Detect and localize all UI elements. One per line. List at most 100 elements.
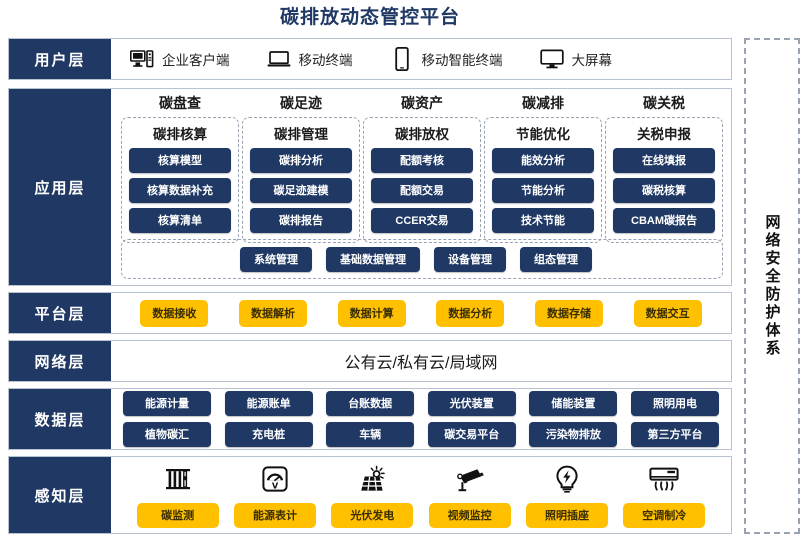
- layer-network-label: 网络层: [9, 341, 111, 381]
- layer-platform-label: 平台层: [9, 293, 111, 333]
- application-columns: 碳盘查 碳排核算 核算模型 核算数据补充 核算清单 碳足迹 碳排管理 碳排分析 …: [121, 93, 723, 243]
- app-feature-button[interactable]: 能效分析: [492, 148, 594, 173]
- layer-platform: 平台层 数据接收 数据解析 数据计算 数据分析 数据存储 数据交互: [8, 292, 732, 334]
- app-column-box: 碳排放权 配额考核 配额交易 CCER交易: [363, 117, 481, 243]
- perception-item-label[interactable]: 能源表计: [233, 502, 316, 528]
- user-item-mobile-terminal[interactable]: 移动终端: [266, 48, 353, 70]
- perception-item-video-surveillance[interactable]: 视频监控: [428, 463, 511, 528]
- app-feature-button[interactable]: CBAM碳报告: [613, 208, 715, 233]
- app-column-carbon-tariff: 碳关税 关税申报 在线填报 碳税核算 CBAM碳报告: [605, 93, 723, 243]
- data-source-button[interactable]: 能源账单: [224, 391, 313, 416]
- user-item-label: 移动终端: [298, 53, 353, 68]
- app-feature-button[interactable]: CCER交易: [371, 208, 473, 233]
- perception-item-label[interactable]: 视频监控: [428, 502, 511, 528]
- data-source-button[interactable]: 碳交易平台: [427, 422, 516, 447]
- app-feature-button[interactable]: 技术节能: [492, 208, 594, 233]
- layer-application-label: 应用层: [9, 89, 111, 285]
- network-security-band: 网络安全防护体系: [744, 38, 800, 534]
- user-item-large-screen[interactable]: 大屏幕: [539, 48, 613, 70]
- platform-item-button[interactable]: 数据解析: [238, 299, 307, 327]
- meter-gauge-icon: V: [258, 463, 292, 495]
- monitor-icon: [539, 48, 565, 70]
- data-source-button[interactable]: 能源计量: [123, 391, 211, 416]
- layer-user: 用户层: [8, 38, 732, 80]
- data-source-button[interactable]: 污染物排放: [529, 422, 618, 447]
- common-service-button[interactable]: 设备管理: [434, 246, 506, 272]
- platform-item-button[interactable]: 数据分析: [436, 299, 505, 327]
- app-feature-button[interactable]: 碳排分析: [250, 148, 352, 173]
- perception-item-label[interactable]: 照明插座: [525, 502, 608, 528]
- laptop-icon: [266, 48, 292, 70]
- user-item-label: 大屏幕: [571, 53, 613, 68]
- common-service-button[interactable]: 系统管理: [240, 246, 312, 272]
- app-feature-button[interactable]: 核算清单: [129, 208, 231, 233]
- data-source-button[interactable]: 植物碳汇: [123, 422, 211, 447]
- data-source-button[interactable]: 充电桩: [224, 422, 313, 447]
- perception-item-label[interactable]: 碳监测: [136, 502, 219, 528]
- app-column-carbon-footprint: 碳足迹 碳排管理 碳排分析 碳足迹建模 碳排报告: [242, 93, 360, 243]
- app-feature-button[interactable]: 核算模型: [129, 148, 231, 173]
- app-feature-button[interactable]: 碳排报告: [250, 208, 352, 233]
- perception-item-label[interactable]: 空调制冷: [623, 502, 706, 528]
- smartphone-icon: [389, 47, 415, 71]
- platform-layer-items: 数据接收 数据解析 数据计算 数据分析 数据存储 数据交互: [111, 293, 731, 333]
- user-item-label: 移动智能终端: [421, 53, 503, 68]
- perception-item-carbon-monitoring[interactable]: 碳监测: [136, 463, 219, 528]
- data-source-button[interactable]: 台账数据: [326, 391, 415, 416]
- desktop-tower-icon: [129, 48, 155, 70]
- app-column-title: 碳足迹: [280, 95, 322, 111]
- app-feature-button[interactable]: 配额考核: [371, 148, 473, 173]
- platform-item-button[interactable]: 数据计算: [337, 299, 406, 327]
- data-source-button[interactable]: 照明用电: [630, 391, 719, 416]
- layer-user-label: 用户层: [9, 39, 111, 79]
- perception-item-lighting-socket[interactable]: 照明插座: [525, 463, 608, 528]
- perception-item-solar-power[interactable]: 光伏发电: [331, 463, 414, 528]
- app-column-title: 碳减排: [522, 95, 564, 111]
- data-source-button[interactable]: 第三方平台: [630, 422, 719, 447]
- data-source-button[interactable]: 储能装置: [529, 391, 618, 416]
- platform-item-button[interactable]: 数据交互: [633, 299, 702, 327]
- carbon-sensor-icon: [161, 463, 195, 495]
- app-box-title: 碳排管理: [274, 127, 328, 142]
- platform-item-button[interactable]: 数据存储: [534, 299, 603, 327]
- app-feature-button[interactable]: 在线填报: [613, 148, 715, 173]
- user-item-enterprise-client[interactable]: 企业客户端: [129, 48, 230, 70]
- app-column-box: 碳排管理 碳排分析 碳足迹建模 碳排报告: [242, 117, 360, 243]
- app-column-box: 碳排核算 核算模型 核算数据补充 核算清单: [121, 117, 239, 243]
- data-layer-row-1: 能源计量 能源账单 台账数据 光伏装置 储能装置 照明用电: [123, 391, 719, 416]
- layer-network: 网络层 公有云/私有云/局域网: [8, 340, 732, 382]
- app-box-title: 碳排核算: [153, 127, 207, 142]
- layer-data-label: 数据层: [9, 389, 111, 449]
- user-layer-items: 企业客户端 移动终端: [111, 39, 731, 79]
- app-column-box: 节能优化 能效分析 节能分析 技术节能: [484, 117, 602, 243]
- data-source-button[interactable]: 光伏装置: [427, 391, 516, 416]
- perception-item-air-conditioning[interactable]: 空调制冷: [623, 463, 706, 528]
- app-box-title: 碳排放权: [395, 127, 449, 142]
- perception-item-label[interactable]: 光伏发电: [331, 502, 414, 528]
- app-feature-button[interactable]: 核算数据补充: [129, 178, 231, 203]
- perception-item-energy-meter[interactable]: V 能源表计: [233, 463, 316, 528]
- app-feature-button[interactable]: 配额交易: [371, 178, 473, 203]
- app-column-carbon-asset: 碳资产 碳排放权 配额考核 配额交易 CCER交易: [363, 93, 481, 243]
- data-source-button[interactable]: 车辆: [326, 422, 415, 447]
- perception-layer-items: 碳监测 V 能源表计: [111, 457, 731, 533]
- data-layer-row-2: 植物碳汇 充电桩 车辆 碳交易平台 污染物排放 第三方平台: [123, 422, 719, 447]
- light-bulb-icon: [550, 463, 584, 495]
- app-feature-button[interactable]: 碳足迹建模: [250, 178, 352, 203]
- app-box-title: 关税申报: [637, 127, 691, 142]
- user-item-smart-mobile-terminal[interactable]: 移动智能终端: [389, 47, 503, 71]
- data-layer-grid: 能源计量 能源账单 台账数据 光伏装置 储能装置 照明用电 植物碳汇 充电桩 车…: [111, 389, 731, 449]
- app-column-title: 碳资产: [401, 95, 443, 111]
- app-feature-button[interactable]: 碳税核算: [613, 178, 715, 203]
- user-item-label: 企业客户端: [162, 53, 230, 68]
- solar-panel-icon: [355, 463, 389, 495]
- platform-item-button[interactable]: 数据接收: [140, 299, 209, 327]
- app-feature-button[interactable]: 节能分析: [492, 178, 594, 203]
- app-column-carbon-inventory: 碳盘查 碳排核算 核算模型 核算数据补充 核算清单: [121, 93, 239, 243]
- layer-perception: 感知层 碳监测: [8, 456, 732, 534]
- svg-text:V: V: [272, 480, 279, 490]
- common-service-button[interactable]: 组态管理: [520, 246, 592, 272]
- app-column-carbon-reduction: 碳减排 节能优化 能效分析 节能分析 技术节能: [484, 93, 602, 243]
- common-service-button[interactable]: 基础数据管理: [326, 246, 420, 272]
